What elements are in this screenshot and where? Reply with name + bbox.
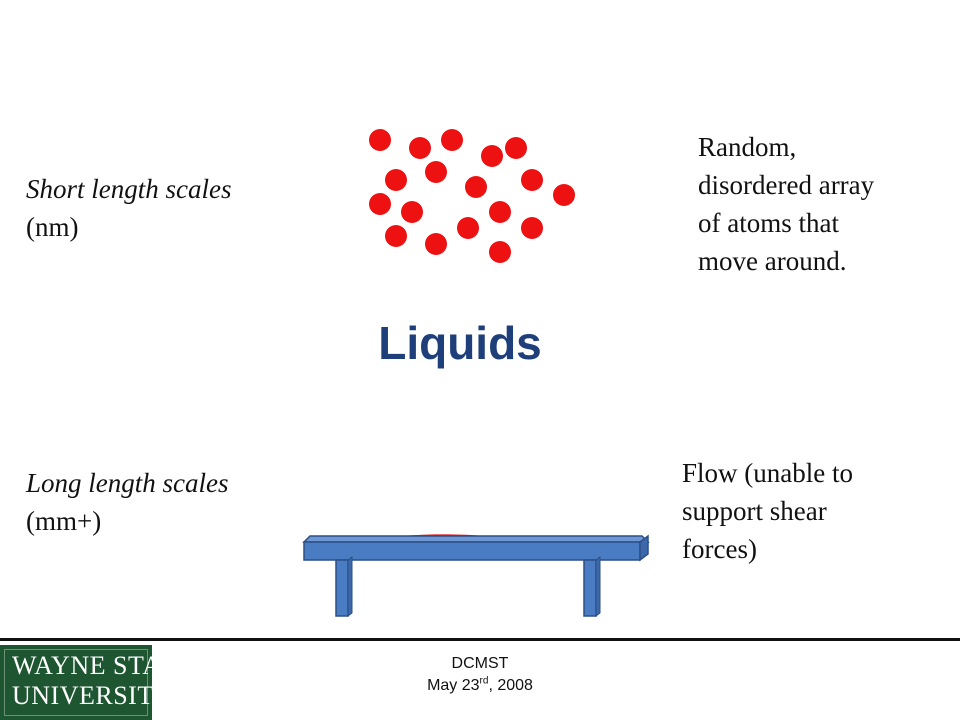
atom-dot [553, 184, 575, 206]
table-leg-left-side [347, 556, 353, 617]
short-scale-line-1: Short length scales [26, 174, 232, 204]
atoms-desc-line: disordered array [698, 170, 875, 200]
table-top-surface [302, 535, 650, 543]
table-top-side [639, 534, 649, 562]
atom-dot [489, 201, 511, 223]
atom-dot [465, 176, 487, 198]
table-leg-left [335, 559, 349, 617]
long-length-scale-label: Long length scales (mm+) [26, 464, 316, 540]
table-leg-right-side [595, 556, 601, 617]
atom-dot [385, 225, 407, 247]
atom-dot [369, 129, 391, 151]
atom-dot [481, 145, 503, 167]
atom-dot [425, 233, 447, 255]
footer-date: May 23rd, 2008 [427, 675, 533, 694]
atoms-desc-line: move around. [698, 246, 847, 276]
atom-dot [489, 241, 511, 263]
logo-frame [4, 649, 148, 716]
slide-title: Liquids [378, 317, 542, 369]
flow-desc-line: Flow (unable to [682, 458, 853, 488]
flow-desc-line: support shear [682, 496, 827, 526]
atom-dot [369, 193, 391, 215]
atoms-desc-line: of atoms that [698, 208, 839, 238]
table-top-front [303, 541, 641, 561]
logo-line-2: UNIVERSITY [12, 681, 173, 710]
atom-dot [521, 169, 543, 191]
table-leg-right [583, 559, 597, 617]
atom-dot [409, 137, 431, 159]
atoms-description: Random, disordered array of atoms that m… [698, 128, 938, 280]
atoms-diagram [369, 129, 575, 263]
atom-dot [425, 161, 447, 183]
atom-dot [441, 129, 463, 151]
short-length-scale-label: Short length scales (nm) [26, 170, 316, 246]
atom-dot [521, 217, 543, 239]
footer-date-suffix: rd [479, 675, 489, 687]
atom-dot [401, 201, 423, 223]
wayne-state-logo: WAYNE STATE UNIVERSITY [0, 645, 192, 720]
footer-org: DCMST [451, 655, 509, 672]
atom-dot [505, 137, 527, 159]
footer-text: DCMST May 23rd, 2008 [380, 653, 580, 697]
footer-divider [0, 638, 960, 641]
flow-desc-line: forces) [682, 534, 757, 564]
long-scale-line-1: Long length scales [26, 468, 229, 498]
logo-line-1: WAYNE STATE [12, 651, 192, 680]
long-scale-line-2: (mm+) [26, 506, 102, 536]
atoms-desc-line: Random, [698, 132, 797, 162]
footer-date-year: , 2008 [488, 677, 533, 694]
atom-dot [385, 169, 407, 191]
footer-date-prefix: May 23 [427, 677, 480, 694]
table-with-spilled-liquid [302, 534, 650, 617]
short-scale-line-2: (nm) [26, 212, 79, 242]
flow-description: Flow (unable to support shear forces) [682, 454, 932, 568]
atom-dot [457, 217, 479, 239]
